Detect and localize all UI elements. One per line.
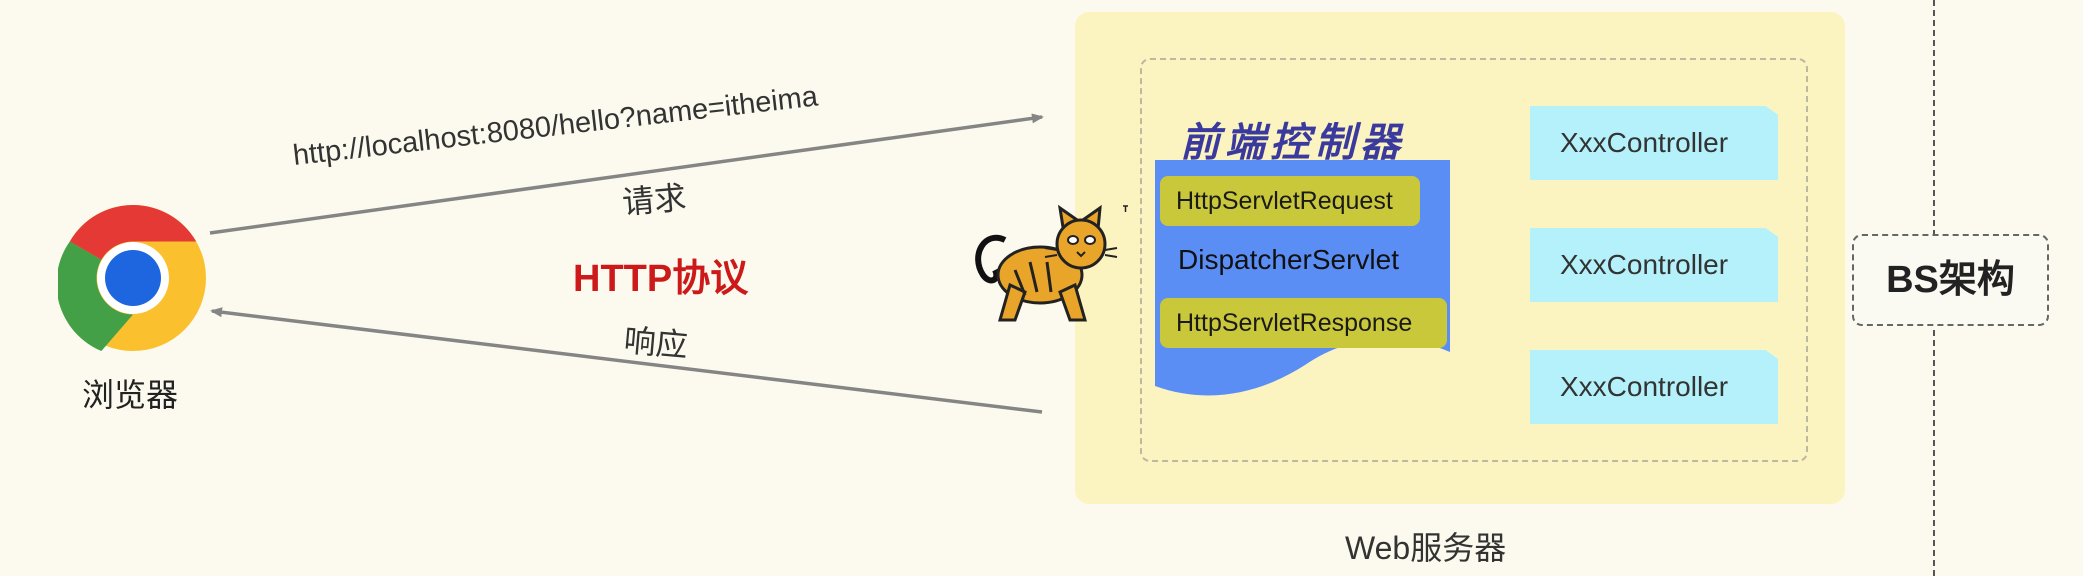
- http-servlet-response: HttpServletResponse: [1160, 298, 1447, 348]
- dispatcher-servlet: DispatcherServlet: [1178, 244, 1399, 275]
- controller-box-1: XxxController: [1530, 106, 1778, 180]
- response-arrow: [210, 307, 1043, 414]
- chrome-icon: [58, 205, 206, 351]
- front-controller-title: 前端控制器: [1180, 119, 1405, 166]
- request-arrow: [209, 113, 1044, 235]
- http-servlet-request: HttpServletRequest: [1160, 176, 1420, 226]
- web-server-inner-region: [1140, 58, 1808, 462]
- controller-box-3: XxxController: [1530, 350, 1778, 424]
- request-label: 请求: [620, 179, 688, 221]
- web-server-label: Web服务器: [1345, 530, 1507, 566]
- tomcat-icon: [975, 204, 1128, 322]
- bs-architecture-label: BS架构: [1852, 234, 2049, 326]
- response-label: 响应: [622, 322, 690, 364]
- browser-label: 浏览器: [82, 377, 179, 413]
- protocol-label: HTTP协议: [573, 258, 749, 300]
- controller-box-2: XxxController: [1530, 228, 1778, 302]
